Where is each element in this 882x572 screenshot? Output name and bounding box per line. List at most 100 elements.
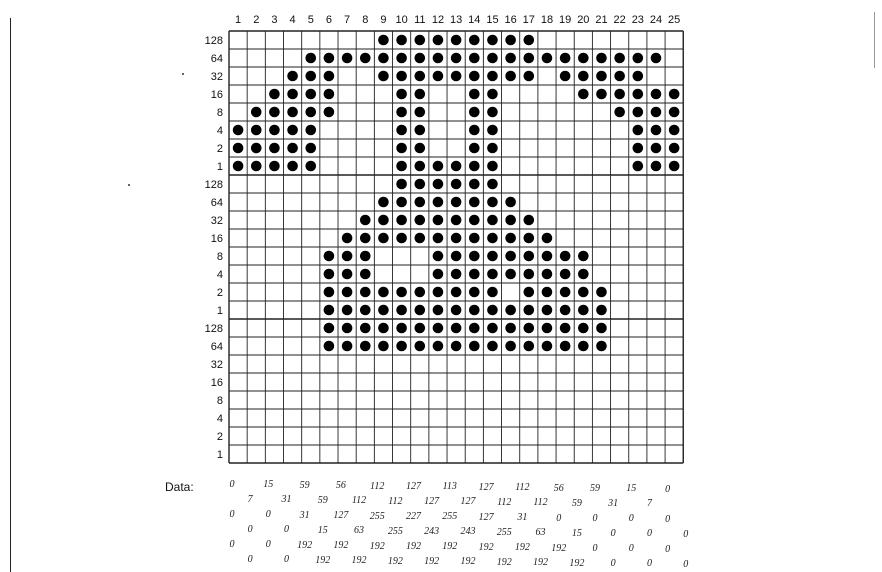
- print-dot: [414, 71, 425, 82]
- data-value: 192: [460, 556, 475, 567]
- print-dot: [414, 305, 425, 316]
- row-weight-label: 128: [205, 179, 223, 191]
- print-dot: [342, 269, 353, 280]
- data-value: 127: [460, 496, 475, 507]
- print-dot: [360, 269, 371, 280]
- print-dot: [360, 287, 371, 298]
- print-dot: [505, 35, 516, 46]
- print-dot: [542, 323, 553, 334]
- print-dot: [578, 341, 589, 352]
- print-dot: [596, 341, 607, 352]
- print-dot: [396, 233, 407, 244]
- print-dot: [505, 251, 516, 262]
- print-dot: [269, 125, 280, 136]
- print-dot: [487, 107, 498, 118]
- print-dot: [433, 323, 444, 334]
- data-value: 59: [572, 498, 582, 509]
- print-dot: [305, 71, 316, 82]
- print-dot: [469, 269, 480, 280]
- print-dot: [396, 305, 407, 316]
- print-dot: [560, 287, 571, 298]
- print-dot: [505, 233, 516, 244]
- row-weight-label: 8: [217, 251, 223, 263]
- print-dot: [542, 233, 553, 244]
- column-number-label: 15: [486, 14, 498, 26]
- row-weight-label: 64: [211, 53, 223, 65]
- data-value: 0: [683, 529, 688, 540]
- row-weight-label: 16: [211, 377, 223, 389]
- data-value: 31: [608, 498, 618, 509]
- data-value: 63: [536, 527, 546, 538]
- print-dot: [596, 89, 607, 100]
- data-value: 192: [406, 541, 421, 552]
- print-dot: [269, 161, 280, 172]
- print-dot: [414, 287, 425, 298]
- print-dot: [342, 287, 353, 298]
- column-number-label: 4: [290, 14, 296, 26]
- print-dot: [324, 341, 335, 352]
- data-value: 243: [460, 526, 475, 537]
- row-weight-label: 4: [217, 269, 223, 281]
- print-dot: [414, 179, 425, 190]
- print-dot: [469, 179, 480, 190]
- print-dot: [360, 251, 371, 262]
- print-dot: [633, 71, 644, 82]
- print-dot: [505, 53, 516, 64]
- print-dot: [396, 215, 407, 226]
- print-dot: [414, 53, 425, 64]
- print-dot: [560, 53, 571, 64]
- row-weight-label: 16: [211, 233, 223, 245]
- print-dot: [378, 305, 389, 316]
- print-dot: [651, 143, 662, 154]
- data-value: 192: [424, 556, 439, 567]
- print-dot: [433, 71, 444, 82]
- print-dot: [251, 125, 262, 136]
- print-dot: [578, 323, 589, 334]
- data-value: 192: [333, 540, 348, 551]
- print-dot: [433, 215, 444, 226]
- data-value: 0: [665, 544, 670, 555]
- print-dot: [578, 269, 589, 280]
- row-weight-label: 8: [217, 107, 223, 119]
- print-dot: [324, 287, 335, 298]
- print-dot: [487, 341, 498, 352]
- print-dot: [469, 161, 480, 172]
- print-dot: [305, 143, 316, 154]
- print-dot: [396, 53, 407, 64]
- print-dot: [578, 287, 589, 298]
- print-dot: [378, 35, 389, 46]
- column-number-label: 5: [308, 14, 314, 26]
- print-dot: [469, 125, 480, 136]
- print-dot: [614, 71, 625, 82]
- data-value: 0: [683, 559, 688, 570]
- print-dot: [396, 125, 407, 136]
- print-dot: [433, 197, 444, 208]
- data-value: 0: [230, 479, 235, 490]
- data-value: 0: [593, 513, 598, 524]
- print-dot: [505, 269, 516, 280]
- print-dot: [451, 305, 462, 316]
- print-dot: [287, 143, 298, 154]
- print-dot: [269, 89, 280, 100]
- print-dot: [651, 161, 662, 172]
- print-dot: [360, 305, 371, 316]
- print-dot: [396, 89, 407, 100]
- data-value: 15: [318, 525, 328, 536]
- print-dot: [560, 269, 571, 280]
- print-dot: [414, 89, 425, 100]
- print-dot: [433, 35, 444, 46]
- row-weight-label: 64: [211, 341, 223, 353]
- data-value: 192: [370, 541, 385, 552]
- print-dot: [324, 269, 335, 280]
- data-value: 0: [266, 539, 271, 550]
- print-dot: [505, 305, 516, 316]
- print-dot: [651, 89, 662, 100]
- print-dot: [633, 107, 644, 118]
- print-dot: [505, 341, 516, 352]
- print-dot: [524, 287, 535, 298]
- data-value: 0: [230, 539, 235, 550]
- print-dot: [378, 341, 389, 352]
- print-dot: [524, 251, 535, 262]
- print-dot: [524, 269, 535, 280]
- column-number-label: 12: [432, 14, 444, 26]
